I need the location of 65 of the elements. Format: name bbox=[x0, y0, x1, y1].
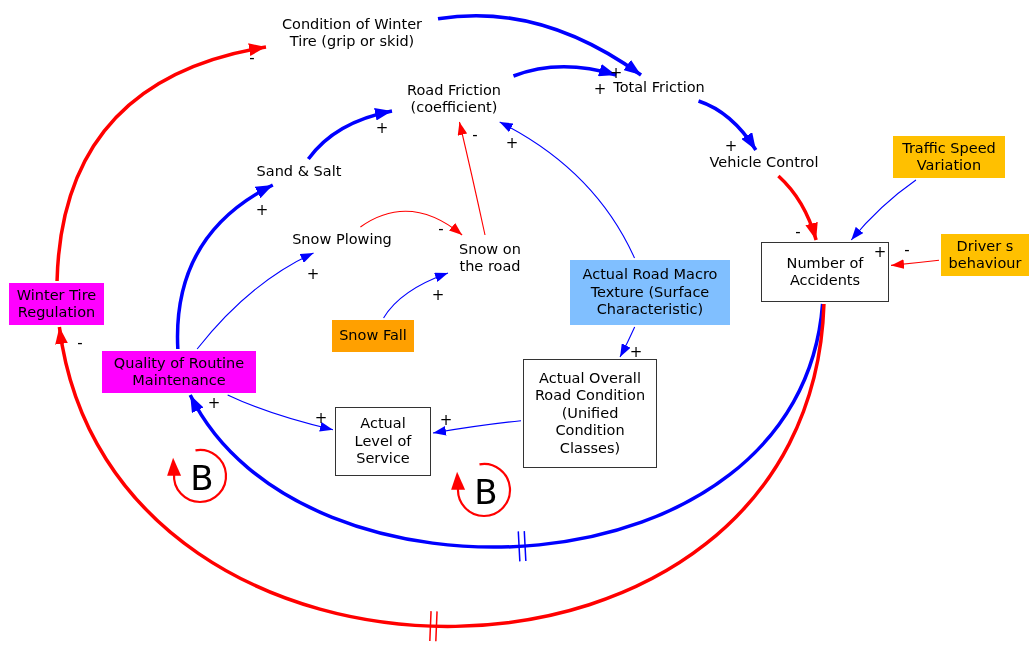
causal-arrow bbox=[175, 183, 274, 349]
polarity-sign: + bbox=[314, 410, 328, 426]
causal-arrow bbox=[619, 326, 636, 358]
variable-label: Condition of Winter Tire (grip or skid) bbox=[280, 15, 424, 51]
polarity-sign: + bbox=[306, 266, 320, 282]
highlighted-variable-box bbox=[893, 136, 1005, 178]
polarity-sign: + bbox=[609, 65, 623, 81]
highlighted-variable-box bbox=[102, 351, 256, 393]
polarity-sign: + bbox=[439, 412, 453, 428]
variable-label: Winter Tire Regulation bbox=[15, 286, 98, 322]
polarity-sign: + bbox=[593, 81, 607, 97]
polarity-sign: + bbox=[255, 202, 269, 218]
causal-arrow bbox=[697, 99, 758, 151]
polarity-sign: - bbox=[904, 242, 910, 258]
causal-arrow bbox=[890, 259, 940, 270]
highlighted-variable-box bbox=[332, 320, 414, 352]
variable-label: Quality of Routine Maintenance bbox=[112, 354, 246, 390]
causal-arrow bbox=[227, 394, 334, 433]
polarity-sign: + bbox=[375, 120, 389, 136]
causal-arrow bbox=[850, 179, 917, 241]
variable-label: Actual Road Macro Texture (Surface Characteristic) bbox=[581, 266, 719, 319]
polarity-sign: - bbox=[438, 221, 444, 237]
variable-label: Actual Overall Road Condition (Unified Condition Classes) bbox=[533, 370, 647, 457]
variable-label: Total Friction bbox=[613, 79, 705, 97]
variable-label: Road Friction (coefficient) bbox=[406, 81, 502, 117]
variable-box bbox=[335, 407, 431, 476]
highlighted-variable-box bbox=[570, 260, 730, 325]
polarity-sign: - bbox=[472, 127, 478, 143]
variable-label: Snow on the road bbox=[458, 240, 522, 276]
variable-label: Vehicle Control bbox=[709, 154, 819, 172]
causal-arrow bbox=[512, 65, 617, 78]
variable-label: Snow Fall bbox=[339, 327, 407, 345]
polarity-sign: + bbox=[431, 287, 445, 303]
variable-label: Driver s behaviour bbox=[947, 237, 1023, 273]
polarity-sign: + bbox=[724, 138, 738, 154]
polarity-sign: + bbox=[629, 344, 643, 360]
highlighted-variable-box bbox=[941, 234, 1029, 276]
variable-label: Snow Plowing bbox=[292, 231, 392, 249]
causal-arrow bbox=[56, 303, 826, 628]
variable-box bbox=[761, 242, 889, 302]
polarity-sign: - bbox=[249, 50, 255, 66]
causal-arrow bbox=[359, 210, 463, 236]
causal-arrow bbox=[437, 14, 642, 77]
polarity-sign: + bbox=[207, 395, 221, 411]
causal-arrow bbox=[432, 420, 522, 437]
highlighted-variable-box bbox=[9, 283, 104, 325]
causal-arrow bbox=[777, 174, 819, 241]
polarity-sign: - bbox=[77, 335, 83, 351]
polarity-sign: - bbox=[795, 224, 801, 240]
causal-arrow bbox=[383, 271, 449, 319]
polarity-sign: + bbox=[873, 244, 887, 260]
causal-arrow bbox=[188, 303, 825, 549]
loop-type-label: B bbox=[190, 461, 214, 495]
causal-arrow bbox=[55, 43, 267, 282]
polarity-sign: + bbox=[505, 135, 519, 151]
variable-label: Actual Level of Service bbox=[353, 415, 413, 468]
causal-arrow bbox=[306, 107, 393, 161]
loop-type-label: B bbox=[474, 475, 498, 509]
causal-arrow bbox=[456, 121, 486, 236]
causal-arrow bbox=[196, 252, 315, 350]
variable-label: Number of Accidents bbox=[785, 254, 865, 290]
variable-box bbox=[523, 359, 657, 468]
variable-label: Traffic Speed Variation bbox=[901, 139, 997, 175]
causal-arrow bbox=[499, 121, 636, 259]
variable-label: Sand & Salt bbox=[256, 163, 342, 181]
